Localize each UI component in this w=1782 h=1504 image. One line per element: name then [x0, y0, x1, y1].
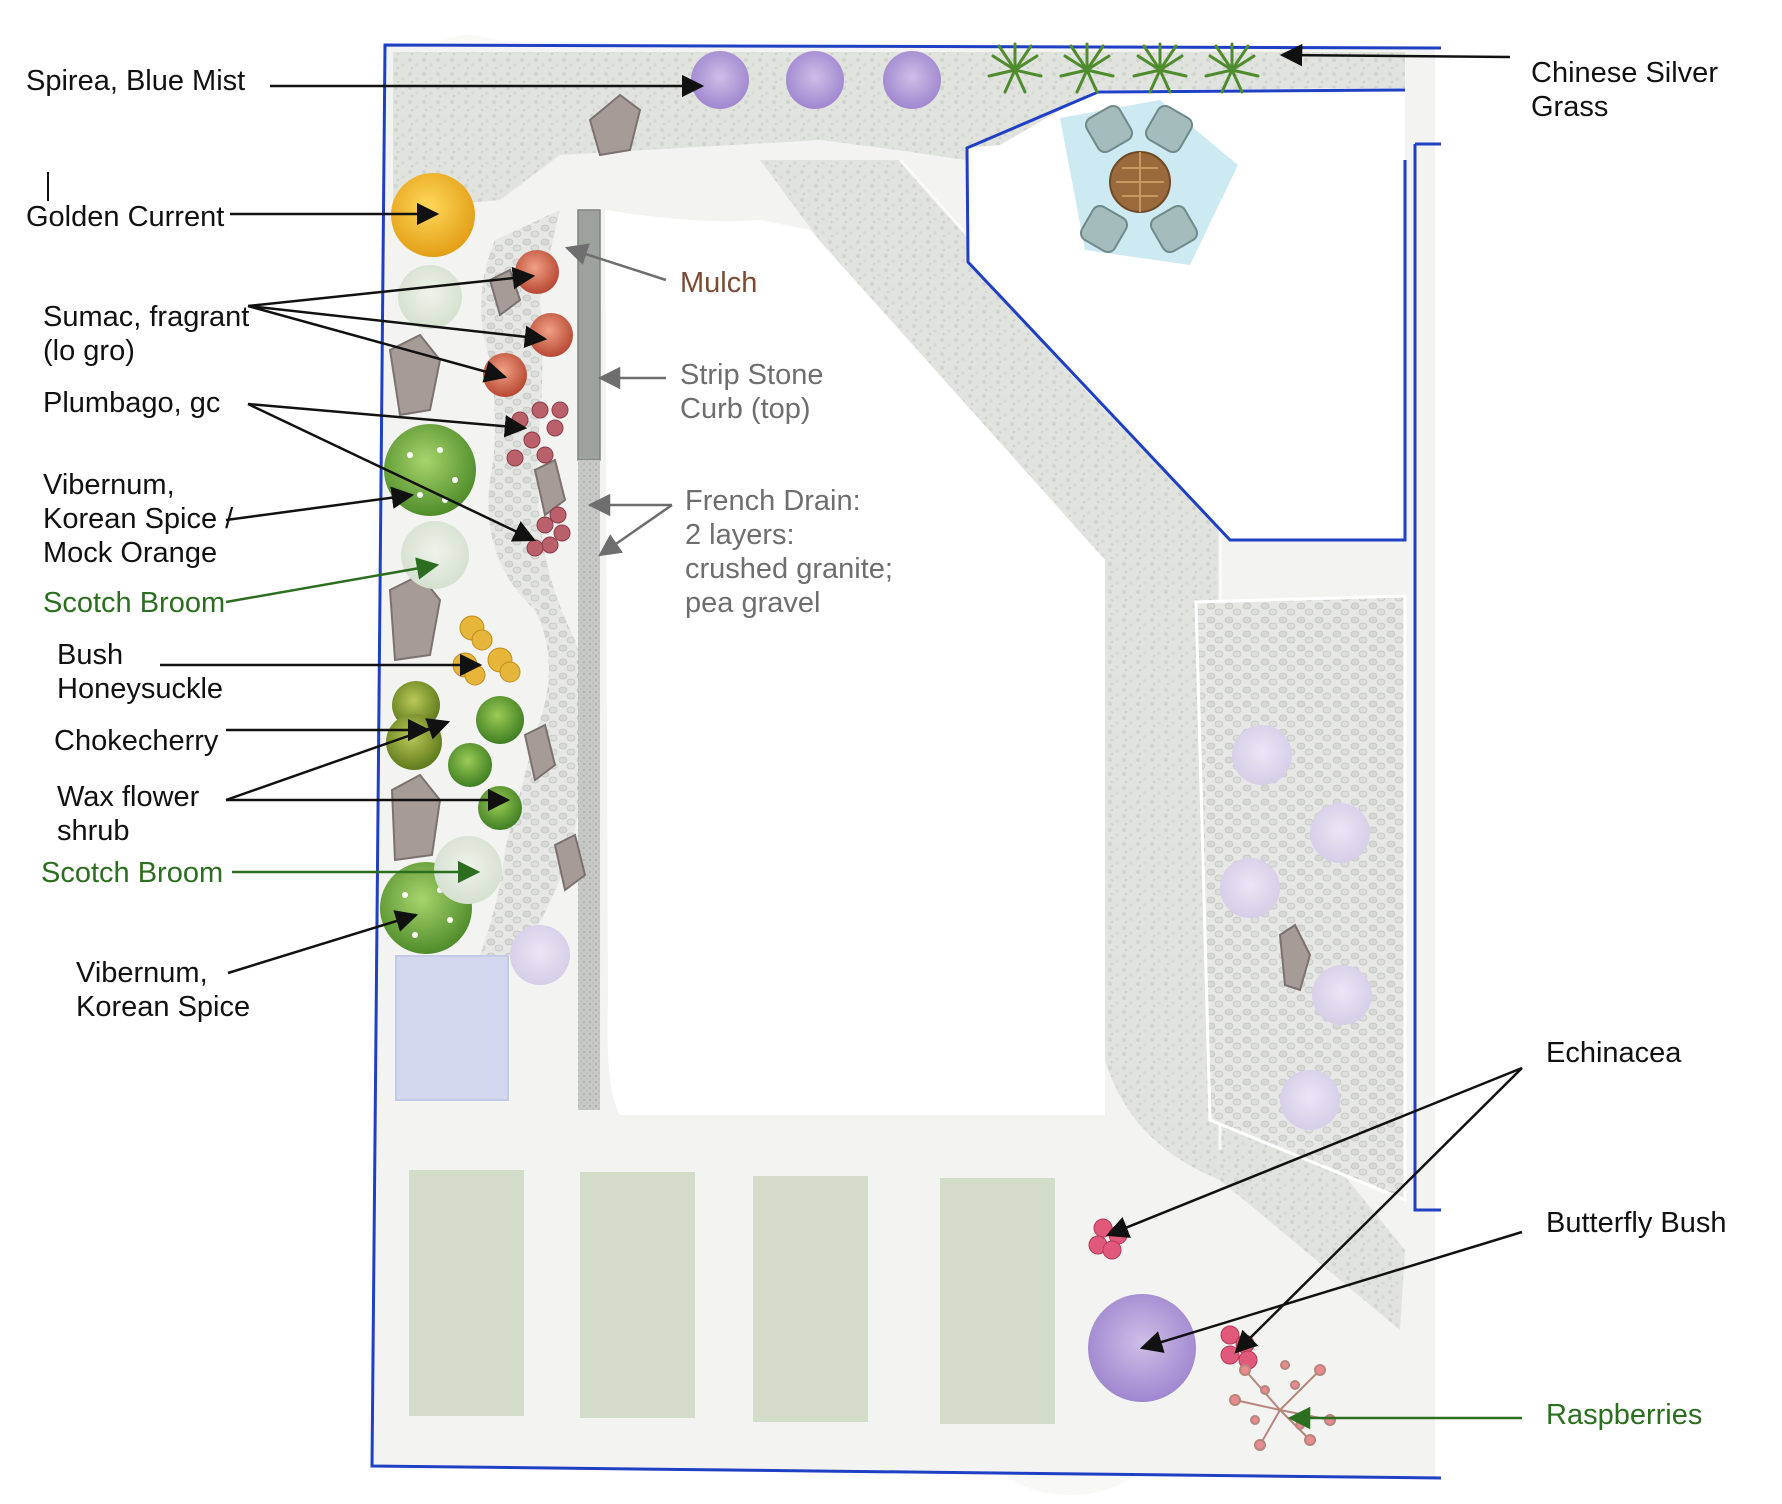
arrow-plumbago-2 — [247, 402, 537, 542]
arrow-drain-2 — [598, 503, 673, 557]
arrow-vibernum — [225, 486, 415, 522]
vibernum-shrub — [384, 424, 476, 516]
label-wax-flower: Wax flower shrub — [57, 781, 200, 847]
label-scotch-broom-1: Scotch Broom — [43, 587, 226, 619]
arrow-vibernum-2 — [227, 910, 419, 975]
label-scotch-broom-2: Scotch Broom — [41, 857, 224, 889]
water-feature — [395, 955, 509, 1101]
arrow-plumbago-1 — [247, 402, 528, 438]
arrow-sumac-3 — [247, 304, 508, 383]
patio-table-icon — [1109, 151, 1171, 213]
lawn — [605, 210, 1105, 1115]
label-butterfly-bush: Butterfly Bush — [1546, 1207, 1727, 1239]
label-vibernum-korean: Vibernum, Korean Spice — [76, 957, 251, 1023]
label-sumac: Sumac, fragrant (lo gro) — [43, 301, 250, 367]
label-spirea: Spirea, Blue Mist — [26, 65, 246, 97]
arrow-sumac-1 — [247, 266, 536, 308]
label-raspberries: Raspberries — [1546, 1399, 1703, 1431]
label-bush-honeysuckle: Bush Honeysuckle — [57, 639, 224, 705]
shrub-pale — [398, 265, 462, 329]
mulch-strip — [577, 209, 601, 461]
spirea-shrub-icon — [691, 51, 941, 109]
raised-bed-icon — [580, 1172, 695, 1418]
arrow-echinacea-1 — [1105, 1066, 1523, 1238]
chair-icon — [1079, 104, 1199, 254]
vibernum-flowers — [402, 447, 458, 938]
label-chokecherry: Chokecherry — [54, 725, 219, 757]
diagonal-path — [760, 160, 1405, 1330]
pale-shrub-icon — [1220, 725, 1372, 1130]
wax-flower-shrub-icon — [448, 696, 524, 830]
grass-clump-icon — [987, 42, 1260, 94]
label-vibernum-mock-orange: Vibernum, Korean Spice / Mock Orange — [43, 469, 234, 569]
callout-arrows-gray — [564, 243, 673, 557]
label-golden-current: Golden Current — [26, 201, 225, 233]
arrow-scotch-1 — [225, 557, 440, 604]
label-french-drain: French Drain: 2 layers: crushed granite;… — [685, 485, 893, 619]
label-strip-stone-curb: Strip Stone Curb (top) — [680, 359, 824, 425]
property-line — [370, 43, 1442, 1480]
arrow-mulch — [564, 243, 667, 282]
label-echinacea: Echinacea — [1546, 1037, 1682, 1069]
arrow-wax-1 — [225, 718, 451, 802]
label-chinese-silver-grass: Chinese Silver Grass — [1531, 57, 1718, 123]
scotch-broom-shrub — [434, 836, 502, 904]
callout-arrows-green — [225, 557, 1522, 1430]
raised-bed-icon — [753, 1176, 868, 1422]
arrow-butterfly — [1139, 1230, 1523, 1353]
raised-bed-icon — [940, 1178, 1055, 1424]
lavender-shrub — [510, 925, 570, 985]
raised-bed-icon — [409, 1170, 524, 1416]
arrow-sumac-2 — [247, 304, 548, 348]
arrow-silver-grass — [1279, 43, 1511, 67]
boulder-icon — [388, 93, 1312, 992]
callout-arrows — [160, 43, 1523, 1354]
label-mulch: Mulch — [680, 267, 758, 299]
raised-beds — [409, 1170, 1055, 1424]
french-drain-strip — [578, 460, 600, 1110]
label-plumbago: Plumbago, gc — [43, 387, 221, 419]
scotch-broom-shrub — [401, 521, 469, 589]
